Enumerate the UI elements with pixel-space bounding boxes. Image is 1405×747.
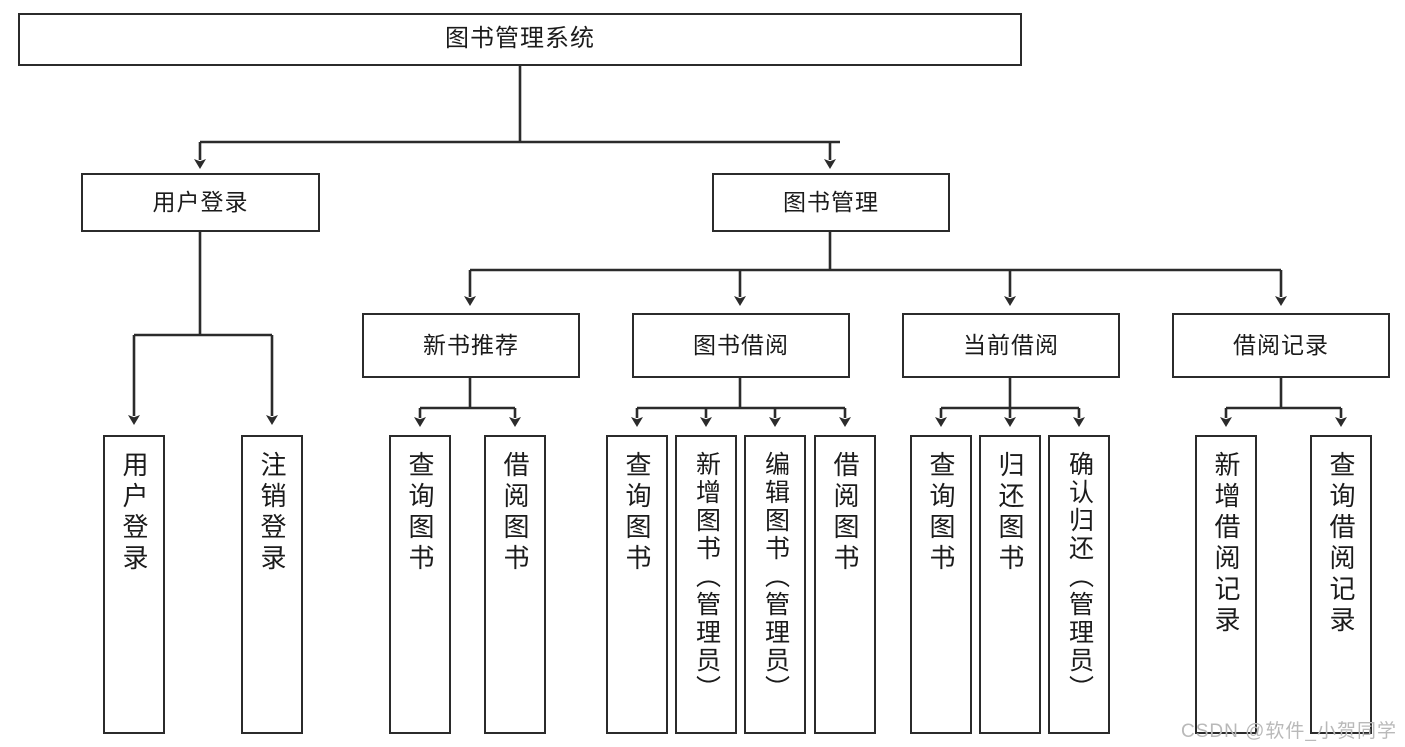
node-new-book-recommend[interactable]: 新书推荐 xyxy=(362,313,580,378)
leaf-borrow-books-recommend[interactable]: 借阅图书 xyxy=(484,435,546,734)
node-label: 用户登录 xyxy=(152,188,249,215)
leaf-confirm-return-admin[interactable]: 确认归还（管理员） xyxy=(1048,435,1110,734)
node-book-management[interactable]: 图书管理 xyxy=(712,173,950,232)
leaf-query-books-borrow[interactable]: 查询图书 xyxy=(606,435,668,734)
node-label: 借阅图书 xyxy=(830,451,860,575)
leaf-query-books-current[interactable]: 查询图书 xyxy=(910,435,972,734)
leaf-return-books[interactable]: 归还图书 xyxy=(979,435,1041,734)
leaf-user-login[interactable]: 用户登录 xyxy=(103,435,165,734)
node-current-borrow[interactable]: 当前借阅 xyxy=(902,313,1120,378)
node-label: 查询图书 xyxy=(622,451,652,575)
node-label: 查询图书 xyxy=(405,451,435,575)
node-label: 归还图书 xyxy=(995,451,1025,575)
node-user-login[interactable]: 用户登录 xyxy=(81,173,320,232)
leaf-edit-book-admin[interactable]: 编辑图书（管理员） xyxy=(744,435,806,734)
node-label: 查询图书 xyxy=(926,451,956,575)
node-label: 借阅记录 xyxy=(1233,331,1329,358)
node-label: 查询借阅记录 xyxy=(1326,451,1356,637)
node-root[interactable]: 图书管理系统 xyxy=(18,13,1022,66)
node-label: 图书管理 xyxy=(783,188,879,215)
leaf-add-book-admin[interactable]: 新增图书（管理员） xyxy=(675,435,737,734)
node-label: 新增借阅记录 xyxy=(1211,451,1241,637)
leaf-query-borrow-record[interactable]: 查询借阅记录 xyxy=(1310,435,1372,734)
node-label: 图书管理系统 xyxy=(445,25,595,53)
leaf-logout[interactable]: 注销登录 xyxy=(241,435,303,734)
node-label: 确认归还（管理员） xyxy=(1065,451,1094,703)
node-label: 新增图书（管理员） xyxy=(692,451,721,703)
node-label: 用户登录 xyxy=(119,451,149,575)
node-label: 编辑图书（管理员） xyxy=(761,451,790,703)
node-borrow-record[interactable]: 借阅记录 xyxy=(1172,313,1390,378)
leaf-query-books-recommend[interactable]: 查询图书 xyxy=(389,435,451,734)
leaf-add-borrow-record[interactable]: 新增借阅记录 xyxy=(1195,435,1257,734)
node-label: 新书推荐 xyxy=(423,331,519,358)
node-label: 当前借阅 xyxy=(963,331,1059,358)
node-label: 注销登录 xyxy=(257,451,287,575)
node-book-borrow[interactable]: 图书借阅 xyxy=(632,313,850,378)
node-label: 图书借阅 xyxy=(693,331,789,358)
node-label: 借阅图书 xyxy=(500,451,530,575)
leaf-borrow-books[interactable]: 借阅图书 xyxy=(814,435,876,734)
